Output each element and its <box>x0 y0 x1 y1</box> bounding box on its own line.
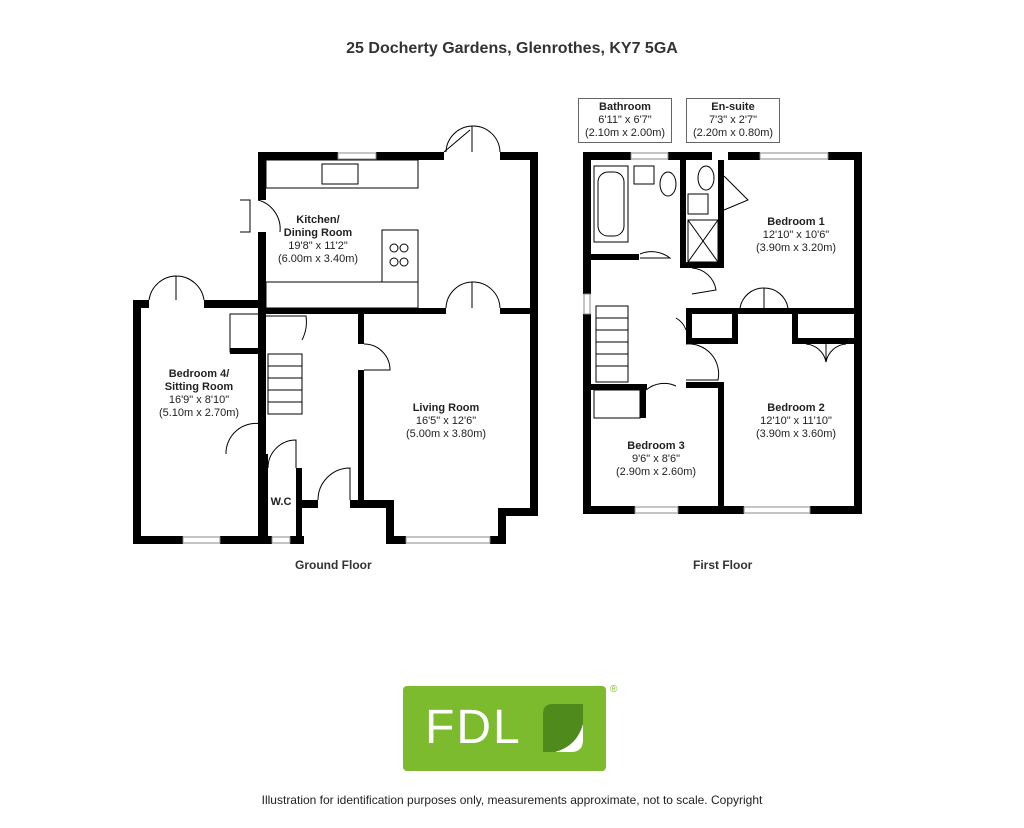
living-room-label: Living Room 16'5" x 12'6" (5.00m x 3.80m… <box>394 402 498 441</box>
fdl-logo-text: FDL <box>425 701 522 754</box>
bedroom1-label: Bedroom 1 12'10" x 10'6" (3.90m x 3.20m) <box>744 216 848 255</box>
bedroom1-metric: (3.90m x 3.20m) <box>755 242 837 254</box>
bedroom2-imperial: 12'10" x 11'10" <box>760 415 832 427</box>
bedroom4-name: Bedroom 4/ Sitting Room <box>164 368 234 393</box>
ground-floor-caption: Ground Floor <box>295 558 372 572</box>
bedroom4-imperial: 16'9" x 8'10" <box>168 394 230 406</box>
bedroom3-label: Bedroom 3 9'6" x 8'6" (2.90m x 2.60m) <box>604 440 708 479</box>
wc-label: W.C <box>266 496 296 509</box>
first-floor-caption: First Floor <box>693 558 753 572</box>
living-room-imperial: 16'5" x 12'6" <box>415 415 477 427</box>
leaf-icon <box>543 704 583 752</box>
bedroom2-label: Bedroom 2 12'10" x 11'10" (3.90m x 3.60m… <box>742 402 850 441</box>
bathroom-name: Bathroom <box>599 101 651 113</box>
kitchen-metric: (6.00m x 3.40m) <box>277 253 359 265</box>
kitchen-name: Kitchen/ Dining Room <box>283 214 353 239</box>
ensuite-imperial: 7'3" x 2'7" <box>708 114 758 126</box>
fdl-logo: FDL <box>403 686 606 771</box>
kitchen-label: Kitchen/ Dining Room 19'8" x 11'2" (6.00… <box>266 214 370 266</box>
ensuite-metric: (2.20m x 0.80m) <box>692 127 774 139</box>
bedroom1-name: Bedroom 1 <box>767 216 825 228</box>
page-title: 25 Docherty Gardens, Glenrothes, KY7 5GA <box>346 40 678 57</box>
bedroom4-metric: (5.10m x 2.70m) <box>158 407 240 419</box>
first-floor-walls <box>583 152 862 514</box>
bedroom1-imperial: 12'10" x 10'6" <box>762 229 830 241</box>
disclaimer: Illustration for identification purposes… <box>261 793 763 807</box>
bedroom4-label: Bedroom 4/ Sitting Room 16'9" x 8'10" (5… <box>148 368 250 420</box>
ensuite-label: En-suite 7'3" x 2'7" (2.20m x 0.80m) <box>686 98 780 143</box>
bedroom3-imperial: 9'6" x 8'6" <box>631 453 681 465</box>
bedroom3-name: Bedroom 3 <box>627 440 685 452</box>
kitchen-imperial: 19'8" x 11'2" <box>288 240 348 252</box>
bedroom3-metric: (2.90m x 2.60m) <box>615 466 697 478</box>
registered-mark: ® <box>610 684 618 695</box>
bedroom2-metric: (3.90m x 3.60m) <box>755 428 837 440</box>
bathroom-metric: (2.10m x 2.00m) <box>584 127 666 139</box>
bedroom2-name: Bedroom 2 <box>767 402 825 414</box>
bathroom-imperial: 6'11" x 6'7" <box>598 114 652 126</box>
living-room-name: Living Room <box>412 402 480 414</box>
bathroom-label: Bathroom 6'11" x 6'7" (2.10m x 2.00m) <box>578 98 672 143</box>
ensuite-name: En-suite <box>711 101 755 113</box>
ground-floor-walls <box>133 125 538 544</box>
living-room-metric: (5.00m x 3.80m) <box>405 428 487 440</box>
wc-name: W.C <box>270 496 292 508</box>
